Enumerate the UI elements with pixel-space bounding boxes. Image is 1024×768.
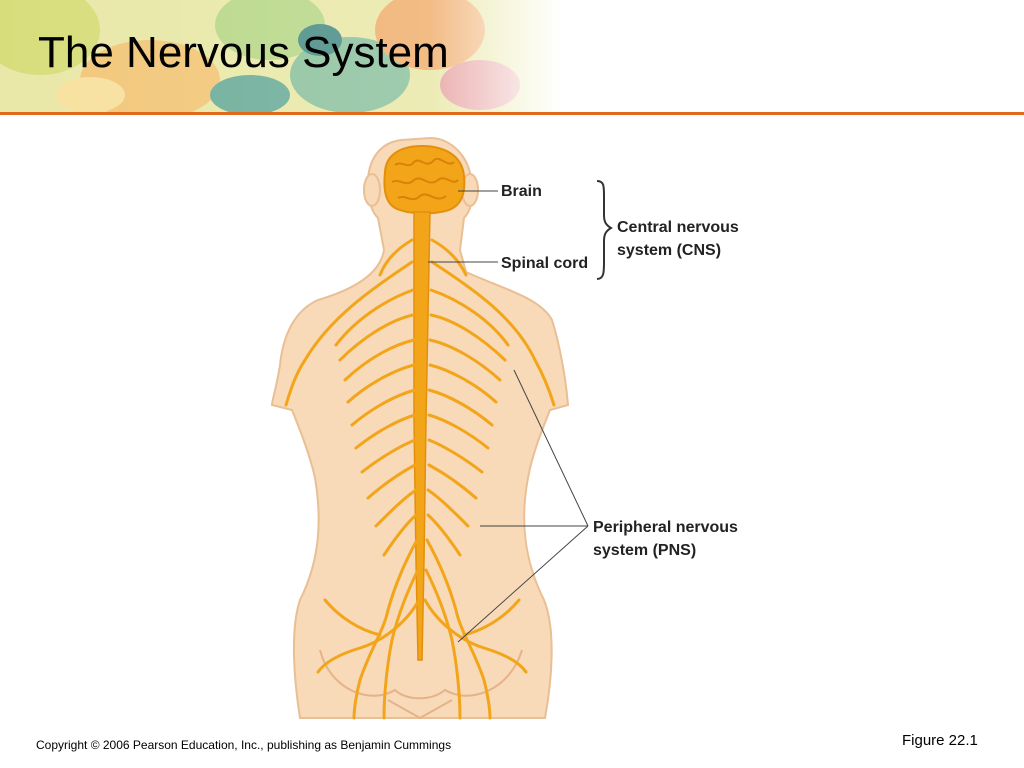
anatomy-illustration [270, 136, 613, 720]
peripheral-nerves [284, 238, 556, 720]
label-cns-line2: system (CNS) [617, 242, 722, 259]
label-pns-line1: Peripheral nervous [593, 519, 738, 536]
ear-left [363, 173, 381, 207]
title-banner-background [0, 0, 1024, 112]
label-pns-line2: system (PNS) [593, 542, 697, 559]
leader-lines [428, 190, 589, 643]
label-cns-line1: Central nervous [617, 219, 739, 236]
sacrum-outline [387, 699, 453, 720]
figure-number: Figure 22.1 [902, 732, 978, 749]
brain-folds [391, 157, 459, 201]
label-cns: Central nervous system (CNS) [617, 216, 739, 262]
cns-bracket [596, 180, 613, 280]
label-brain: Brain [501, 183, 542, 200]
title-rule [0, 112, 1024, 115]
nervous-system-diagram: Brain Spinal cord Central nervous system… [0, 116, 1024, 726]
label-spinal-cord: Spinal cord [501, 255, 589, 272]
label-pns: Peripheral nervous system (PNS) [593, 516, 738, 562]
pelvis-outline [319, 649, 523, 700]
slide-title: The Nervous System [38, 28, 449, 77]
copyright-notice: Copyright © 2006 Pearson Education, Inc.… [36, 738, 452, 752]
